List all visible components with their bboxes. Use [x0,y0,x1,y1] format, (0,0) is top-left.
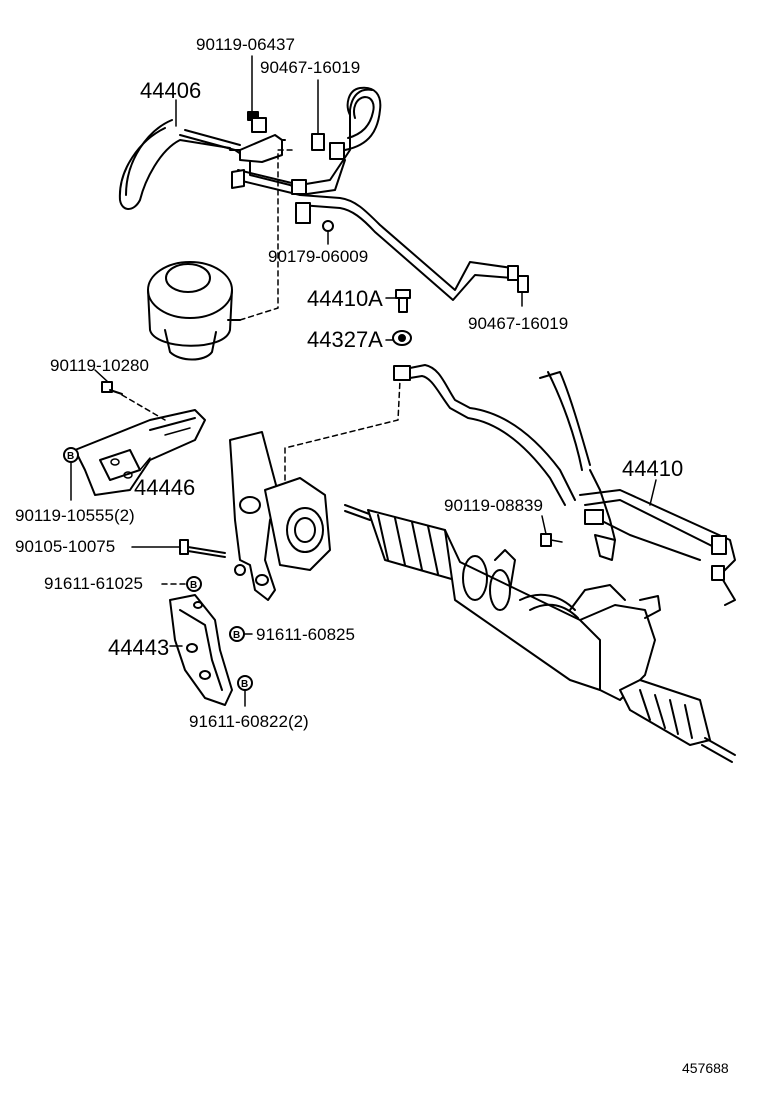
label-44446: 44446 [134,475,195,500]
gasket-44327A [385,330,412,346]
badge-letter: B [67,451,74,462]
label-44443: 44443 [108,635,169,660]
bracket-44446 [74,409,206,496]
label-91611-61025: 91611-61025 [44,574,143,593]
hose-assembly-44406 [118,86,519,301]
label-90467-16019-right: 90467-16019 [468,314,568,333]
badge-b-91611-60825: B [229,626,245,642]
badge-b-91611-60822: B [237,675,253,707]
bolt-90119-08839 [540,533,563,547]
label-91611-60822: 91611-60822(2) [189,712,309,731]
clip-90467-16019-top [311,133,325,151]
badge-b-90119-10555: B [63,447,79,501]
part-labels: 90119-06437 90467-16019 44406 90179-0600… [15,35,729,1076]
label-90119-10280: 90119-10280 [50,356,149,375]
hose-assembly-44410 [393,364,736,606]
badge-b-91611-61025: B [186,576,202,592]
label-90119-06437: 90119-06437 [196,35,295,54]
bolt-90119-06437 [247,111,267,133]
label-90119-08839: 90119-08839 [444,496,543,515]
bolt-90119-10280 [101,381,166,421]
reservoir [147,149,293,361]
label-44406: 44406 [140,78,201,103]
union-bolt-44410A [385,289,411,313]
label-91611-60825: 91611-60825 [256,625,355,644]
label-90105-10075: 90105-10075 [15,537,115,556]
badge-letter: B [233,630,240,641]
label-44410: 44410 [622,456,683,481]
badge-letter: B [190,580,197,591]
label-90467-16019-top: 90467-16019 [260,58,360,77]
label-44327A: 44327A [307,327,383,352]
bracket-44443 [169,594,233,706]
label-90179-06009: 90179-06009 [268,247,368,266]
badge-letter: B [241,679,248,690]
steering-rack [344,504,736,763]
label-90119-10555: 90119-10555(2) [15,506,135,525]
pump-bracket [229,379,401,601]
label-44410A: 44410A [307,286,383,311]
grommet-90179-06009 [322,220,334,232]
bolt-90105-10075 [179,539,226,558]
leader-lines [94,55,657,647]
clip-90467-16019-right [517,275,529,293]
reference-number: 457688 [682,1060,729,1076]
